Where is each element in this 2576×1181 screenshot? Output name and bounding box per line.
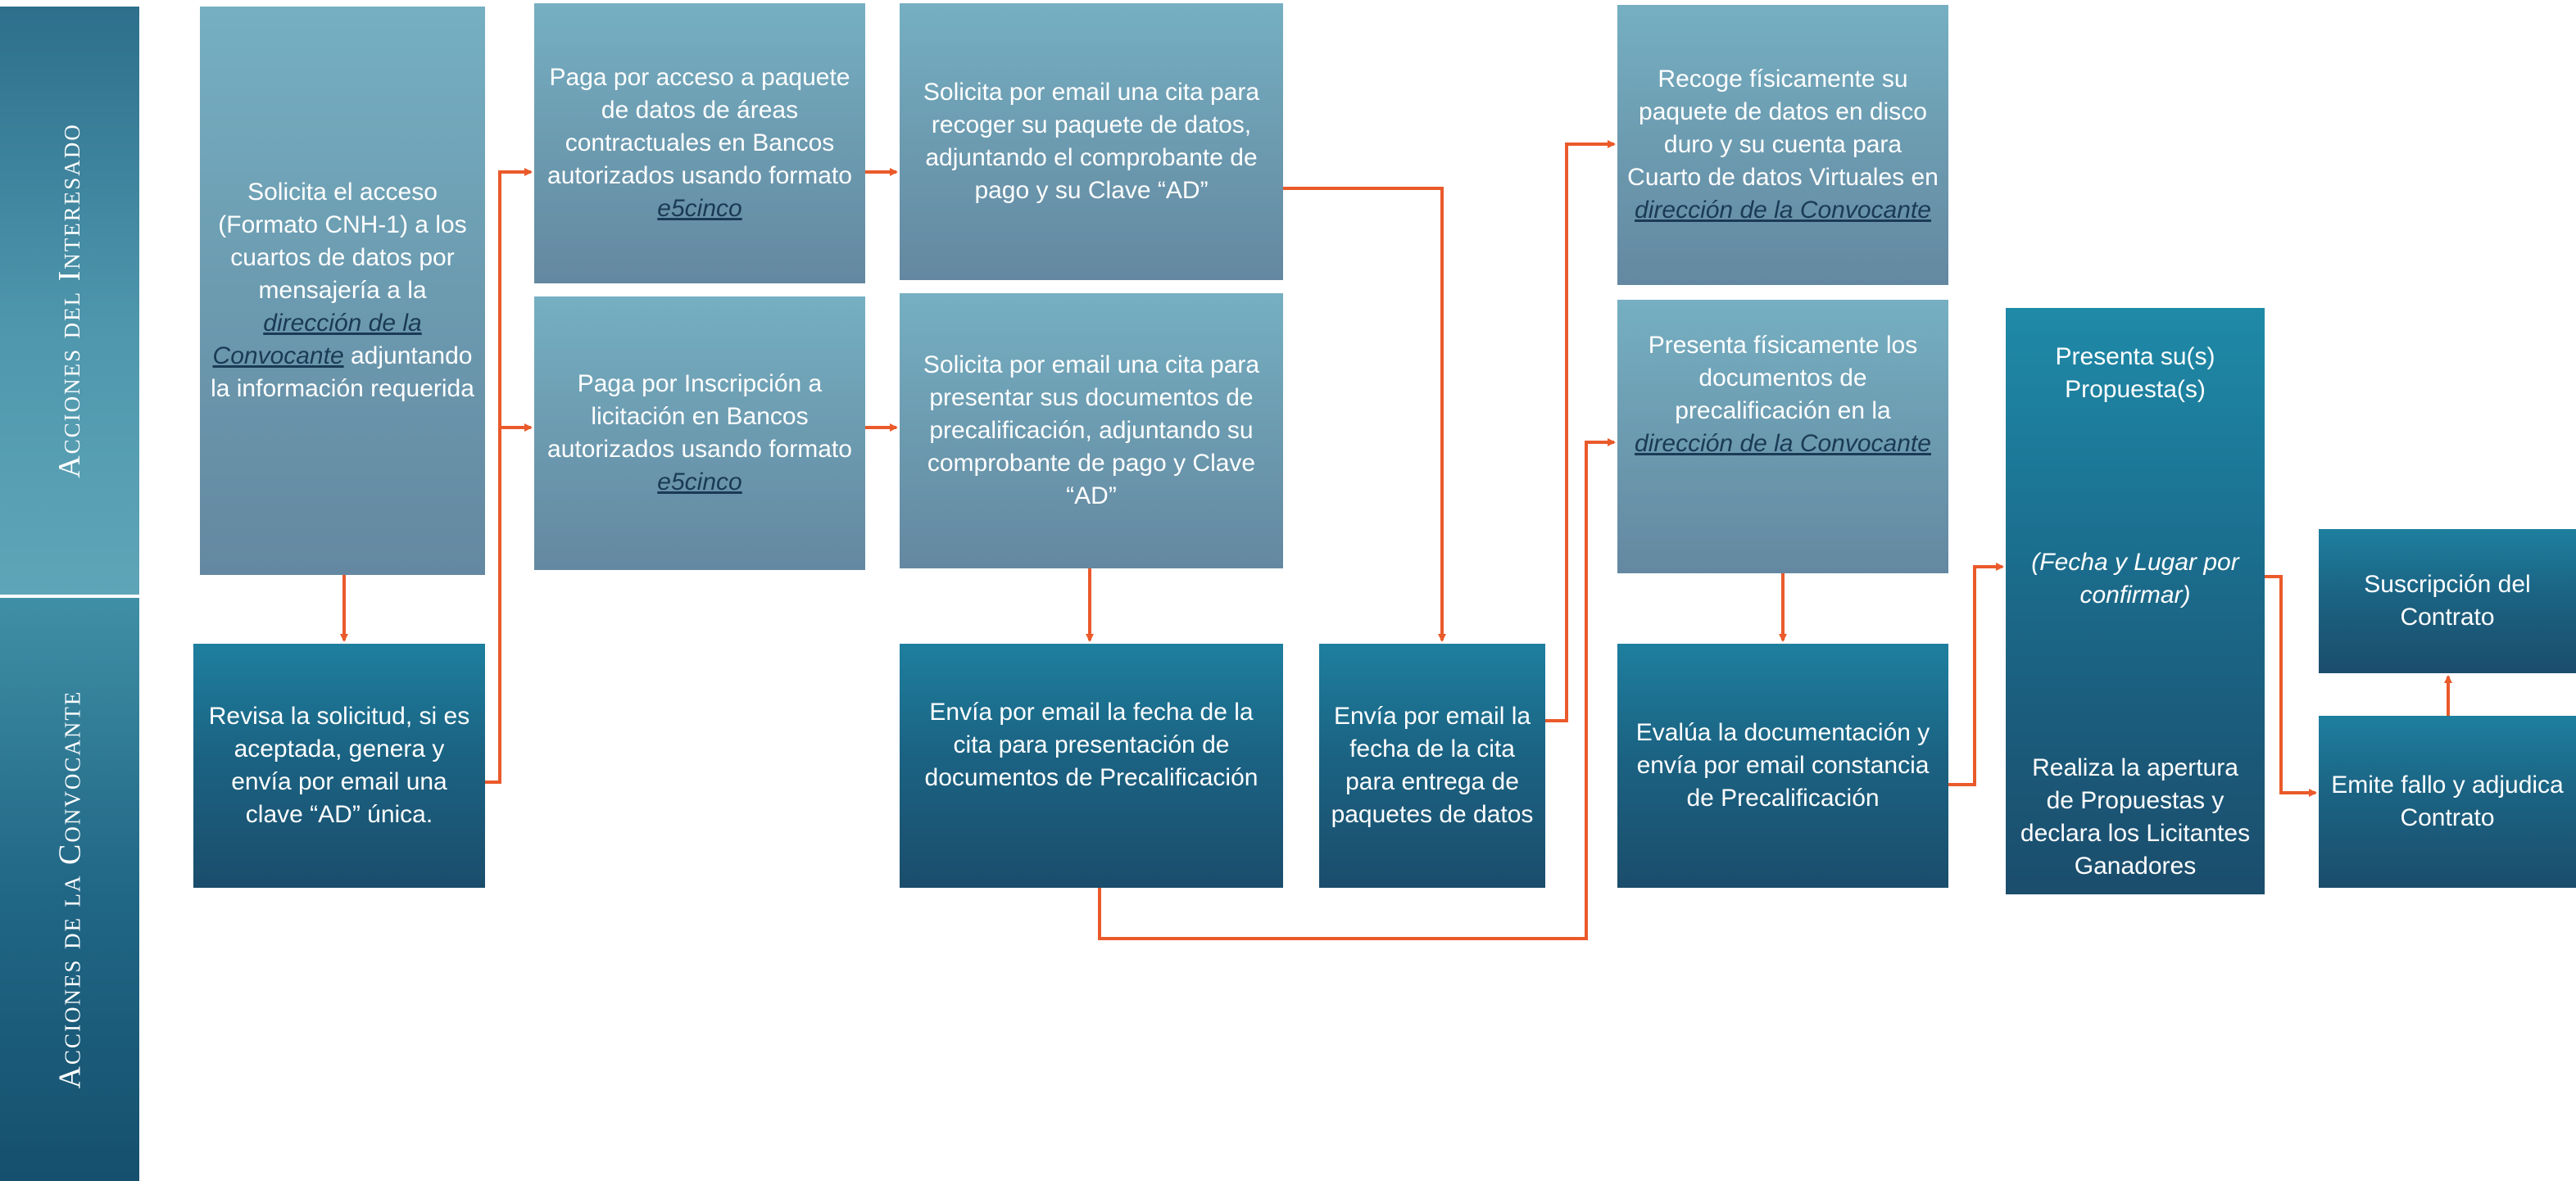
box-revisa-solicitud: Revisa la solicitud, si es aceptada, gen…: [193, 644, 485, 888]
lane-convocante: Acciones de la Convocante: [0, 598, 139, 1181]
e5cinco-link-paquete[interactable]: e5cinco: [657, 195, 742, 222]
arrow-evalua-to-propuestas: [1948, 563, 2004, 786]
direccion-convocante-link-presenta[interactable]: dirección de la Convocante: [1635, 430, 1931, 457]
box-propuestas-bottom: Realiza la apertura de Propuestas y decl…: [2020, 754, 2251, 880]
lane-interesado-label: Acciones del Interesado: [52, 123, 87, 478]
lane-convocante-label: Acciones de la Convocante: [52, 690, 87, 1089]
e5cinco-link-inscripcion[interactable]: e5cinco: [657, 468, 742, 495]
box-paga-paquete: Paga por acceso a paquete de datos de ár…: [534, 3, 865, 283]
box-paga-inscripcion: Paga por Inscripción a licitación en Ban…: [534, 296, 865, 570]
box-solicita-acceso-pre: Solicita el acceso (Formato CNH-1) a los…: [218, 179, 467, 304]
box-evalua-text: Evalúa la documentación y envía por emai…: [1635, 719, 1930, 812]
box-emite-fallo: Emite fallo y adjudica Contrato: [2319, 716, 2576, 888]
box-suscripcion-text: Suscripción del Contrato: [2364, 571, 2531, 631]
box-presenta-docs: Presenta físicamente los documentos de p…: [1617, 300, 1948, 573]
box-propuestas: Presenta su(s) Propuesta(s) (Fecha y Lug…: [2006, 308, 2265, 894]
lane-interesado: Acciones del Interesado: [0, 7, 139, 595]
box-presenta-docs-text: Presenta físicamente los documentos de p…: [1648, 332, 1918, 424]
box-suscripcion: Suscripción del Contrato: [2319, 529, 2576, 673]
box-solicita-acceso: Solicita el acceso (Formato CNH-1) a los…: [200, 7, 485, 575]
box-recoge-paquete: Recoge físicamente su paquete de datos e…: [1617, 5, 1948, 285]
box-envia-fecha-paquete: Envía por email la fecha de la cita para…: [1319, 644, 1545, 888]
box-paga-paquete-text: Paga por acceso a paquete de datos de ár…: [547, 64, 852, 189]
box-envia-fecha-docs: Envía por email la fecha de la cita para…: [900, 644, 1283, 888]
box-solicita-cita-paquete-text: Solicita por email una cita para recoger…: [923, 79, 1260, 204]
direccion-convocante-link-recoge[interactable]: dirección de la Convocante: [1635, 197, 1931, 224]
arrow-envia-to-recoge: [1545, 140, 1616, 722]
arrow-cita-paquete-to-envia: [1283, 187, 1446, 642]
box-revisa-solicitud-text: Revisa la solicitud, si es aceptada, gen…: [208, 703, 470, 828]
direccion-convocante-link[interactable]: dirección de la Convocante: [212, 310, 422, 369]
arrow-propuestas-to-fallo: [2265, 575, 2317, 797]
box-paga-inscripcion-text: Paga por Inscripción a licitación en Ban…: [547, 370, 852, 463]
box-recoge-paquete-text: Recoge físicamente su paquete de datos e…: [1627, 66, 1939, 191]
box-envia-fecha-docs-text: Envía por email la fecha de la cita para…: [924, 699, 1259, 791]
arrow-revisa-branch: [485, 170, 531, 784]
box-propuestas-middle: (Fecha y Lugar por confirmar): [2031, 549, 2239, 609]
box-solicita-cita-docs-text: Solicita por email una cita para present…: [923, 351, 1260, 509]
box-evalua: Evalúa la documentación y envía por emai…: [1617, 644, 1948, 888]
box-solicita-cita-docs: Solicita por email una cita para present…: [900, 293, 1283, 568]
box-propuestas-top: Presenta su(s) Propuesta(s): [2055, 343, 2215, 403]
box-emite-fallo-text: Emite fallo y adjudica Contrato: [2331, 771, 2564, 831]
box-envia-fecha-paquete-text: Envía por email la fecha de la cita para…: [1331, 703, 1534, 828]
box-solicita-cita-paquete: Solicita por email una cita para recoger…: [900, 3, 1283, 280]
box-solicita-acceso-post: adjuntando la información requerida: [211, 342, 474, 402]
